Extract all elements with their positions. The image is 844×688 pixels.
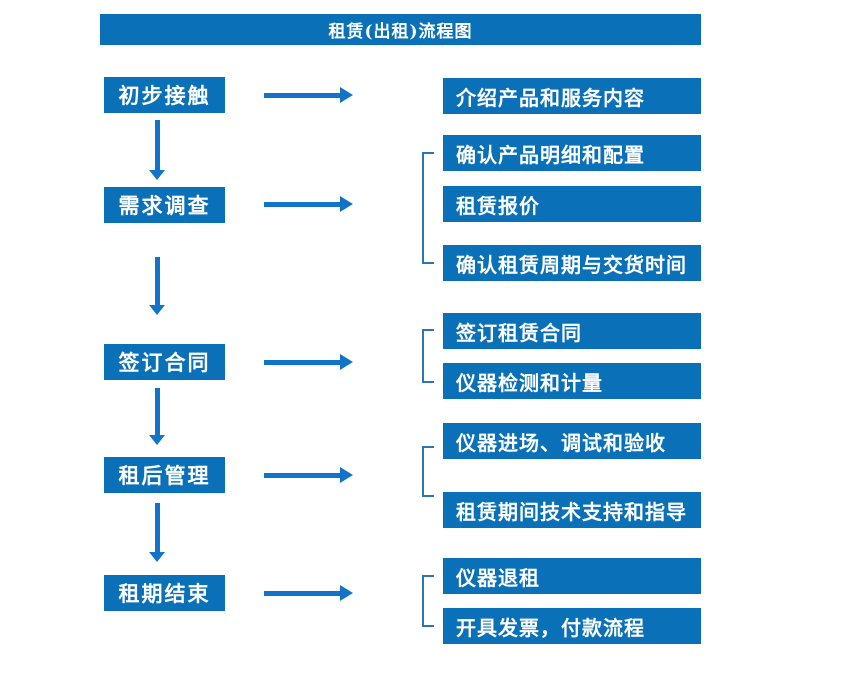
right-arrow-icon — [264, 354, 353, 370]
group-bracket-post-rental — [422, 446, 434, 497]
output-box-sign-rental-contract: 签订租赁合同 — [443, 313, 701, 349]
group-bracket-demand-survey — [422, 152, 434, 264]
output-box-instrument-return: 仪器退租 — [443, 558, 701, 594]
right-arrow-icon — [264, 196, 353, 212]
output-box-confirm-details: 确认产品明细和配置 — [443, 135, 701, 171]
output-box-instrument-testing: 仪器检测和计量 — [443, 363, 701, 399]
step-box-sign-contract: 签订合同 — [104, 344, 225, 380]
step-box-demand-survey: 需求调查 — [104, 187, 225, 223]
output-box-instrument-setup: 仪器进场、调试和验收 — [443, 423, 701, 459]
output-box-introduce-products: 介绍产品和服务内容 — [443, 78, 701, 114]
right-arrow-icon — [264, 87, 353, 103]
step-box-post-rental: 租后管理 — [104, 457, 225, 493]
output-box-invoice-payment: 开具发票，付款流程 — [443, 608, 701, 644]
down-arrow-icon — [149, 388, 166, 445]
step-box-initial-contact: 初步接触 — [104, 77, 225, 113]
right-arrow-icon — [264, 585, 353, 601]
group-bracket-rental-end — [422, 575, 434, 627]
down-arrow-icon — [149, 503, 166, 562]
flowchart-title: 租赁(出租)流程图 — [100, 14, 701, 45]
step-box-rental-end: 租期结束 — [104, 575, 225, 611]
output-box-rental-quote: 租赁报价 — [443, 186, 701, 222]
output-box-tech-support: 租赁期间技术支持和指导 — [443, 492, 701, 528]
right-arrow-icon — [264, 467, 353, 483]
down-arrow-icon — [149, 257, 166, 315]
group-bracket-sign-contract — [422, 329, 434, 383]
output-box-confirm-period: 确认租赁周期与交货时间 — [443, 245, 701, 281]
down-arrow-icon — [149, 120, 166, 180]
